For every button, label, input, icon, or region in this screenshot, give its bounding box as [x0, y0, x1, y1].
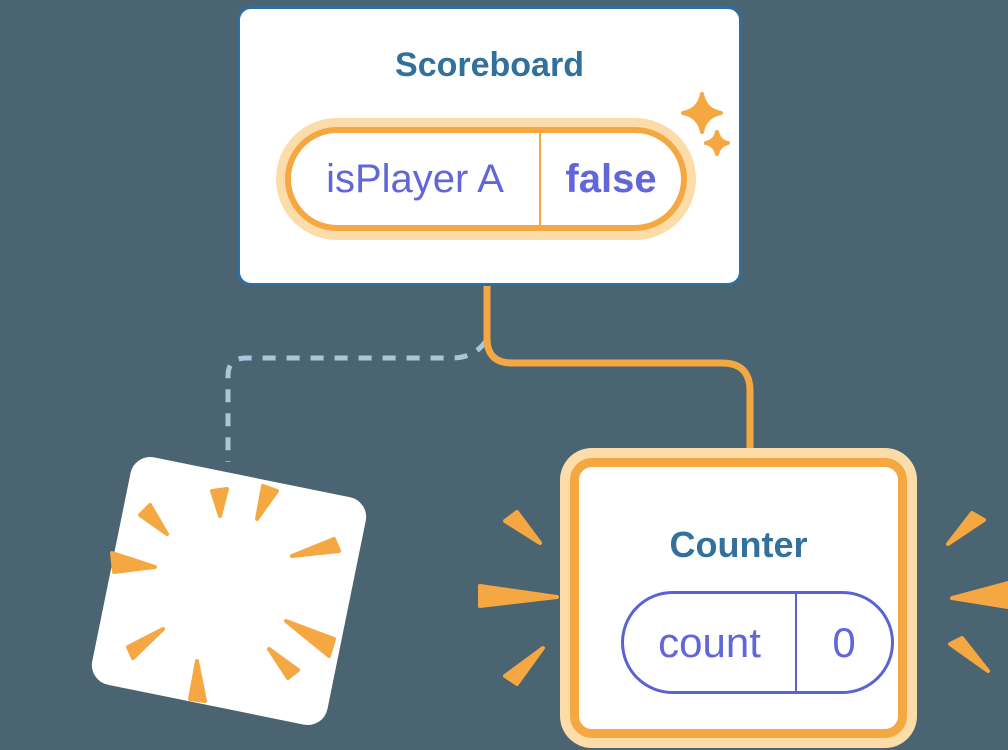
scoreboard-title: Scoreboard — [395, 46, 584, 84]
scoreboard-state-label: isPlayer A — [326, 156, 504, 201]
counter-state-value: 0 — [832, 618, 856, 666]
orange-connector-line — [483, 281, 754, 456]
dashed-connector-line — [225, 339, 489, 462]
scoreboard-card: Scoreboard isPlayer A false — [237, 6, 742, 286]
counter-state-label: count — [658, 618, 761, 666]
scoreboard-state-value: false — [565, 156, 657, 201]
scoreboard-state-pill: isPlayer A false — [285, 127, 687, 231]
counter-state-pill: count 0 — [621, 591, 894, 694]
destroyed-card — [91, 456, 367, 726]
counter-title: Counter — [669, 524, 808, 565]
burst-icon — [110, 484, 341, 703]
pill-divider — [795, 594, 797, 691]
destroyed-card-body — [91, 456, 367, 726]
counter-card: Counter count 0 — [570, 458, 907, 738]
pill-divider — [539, 133, 541, 225]
